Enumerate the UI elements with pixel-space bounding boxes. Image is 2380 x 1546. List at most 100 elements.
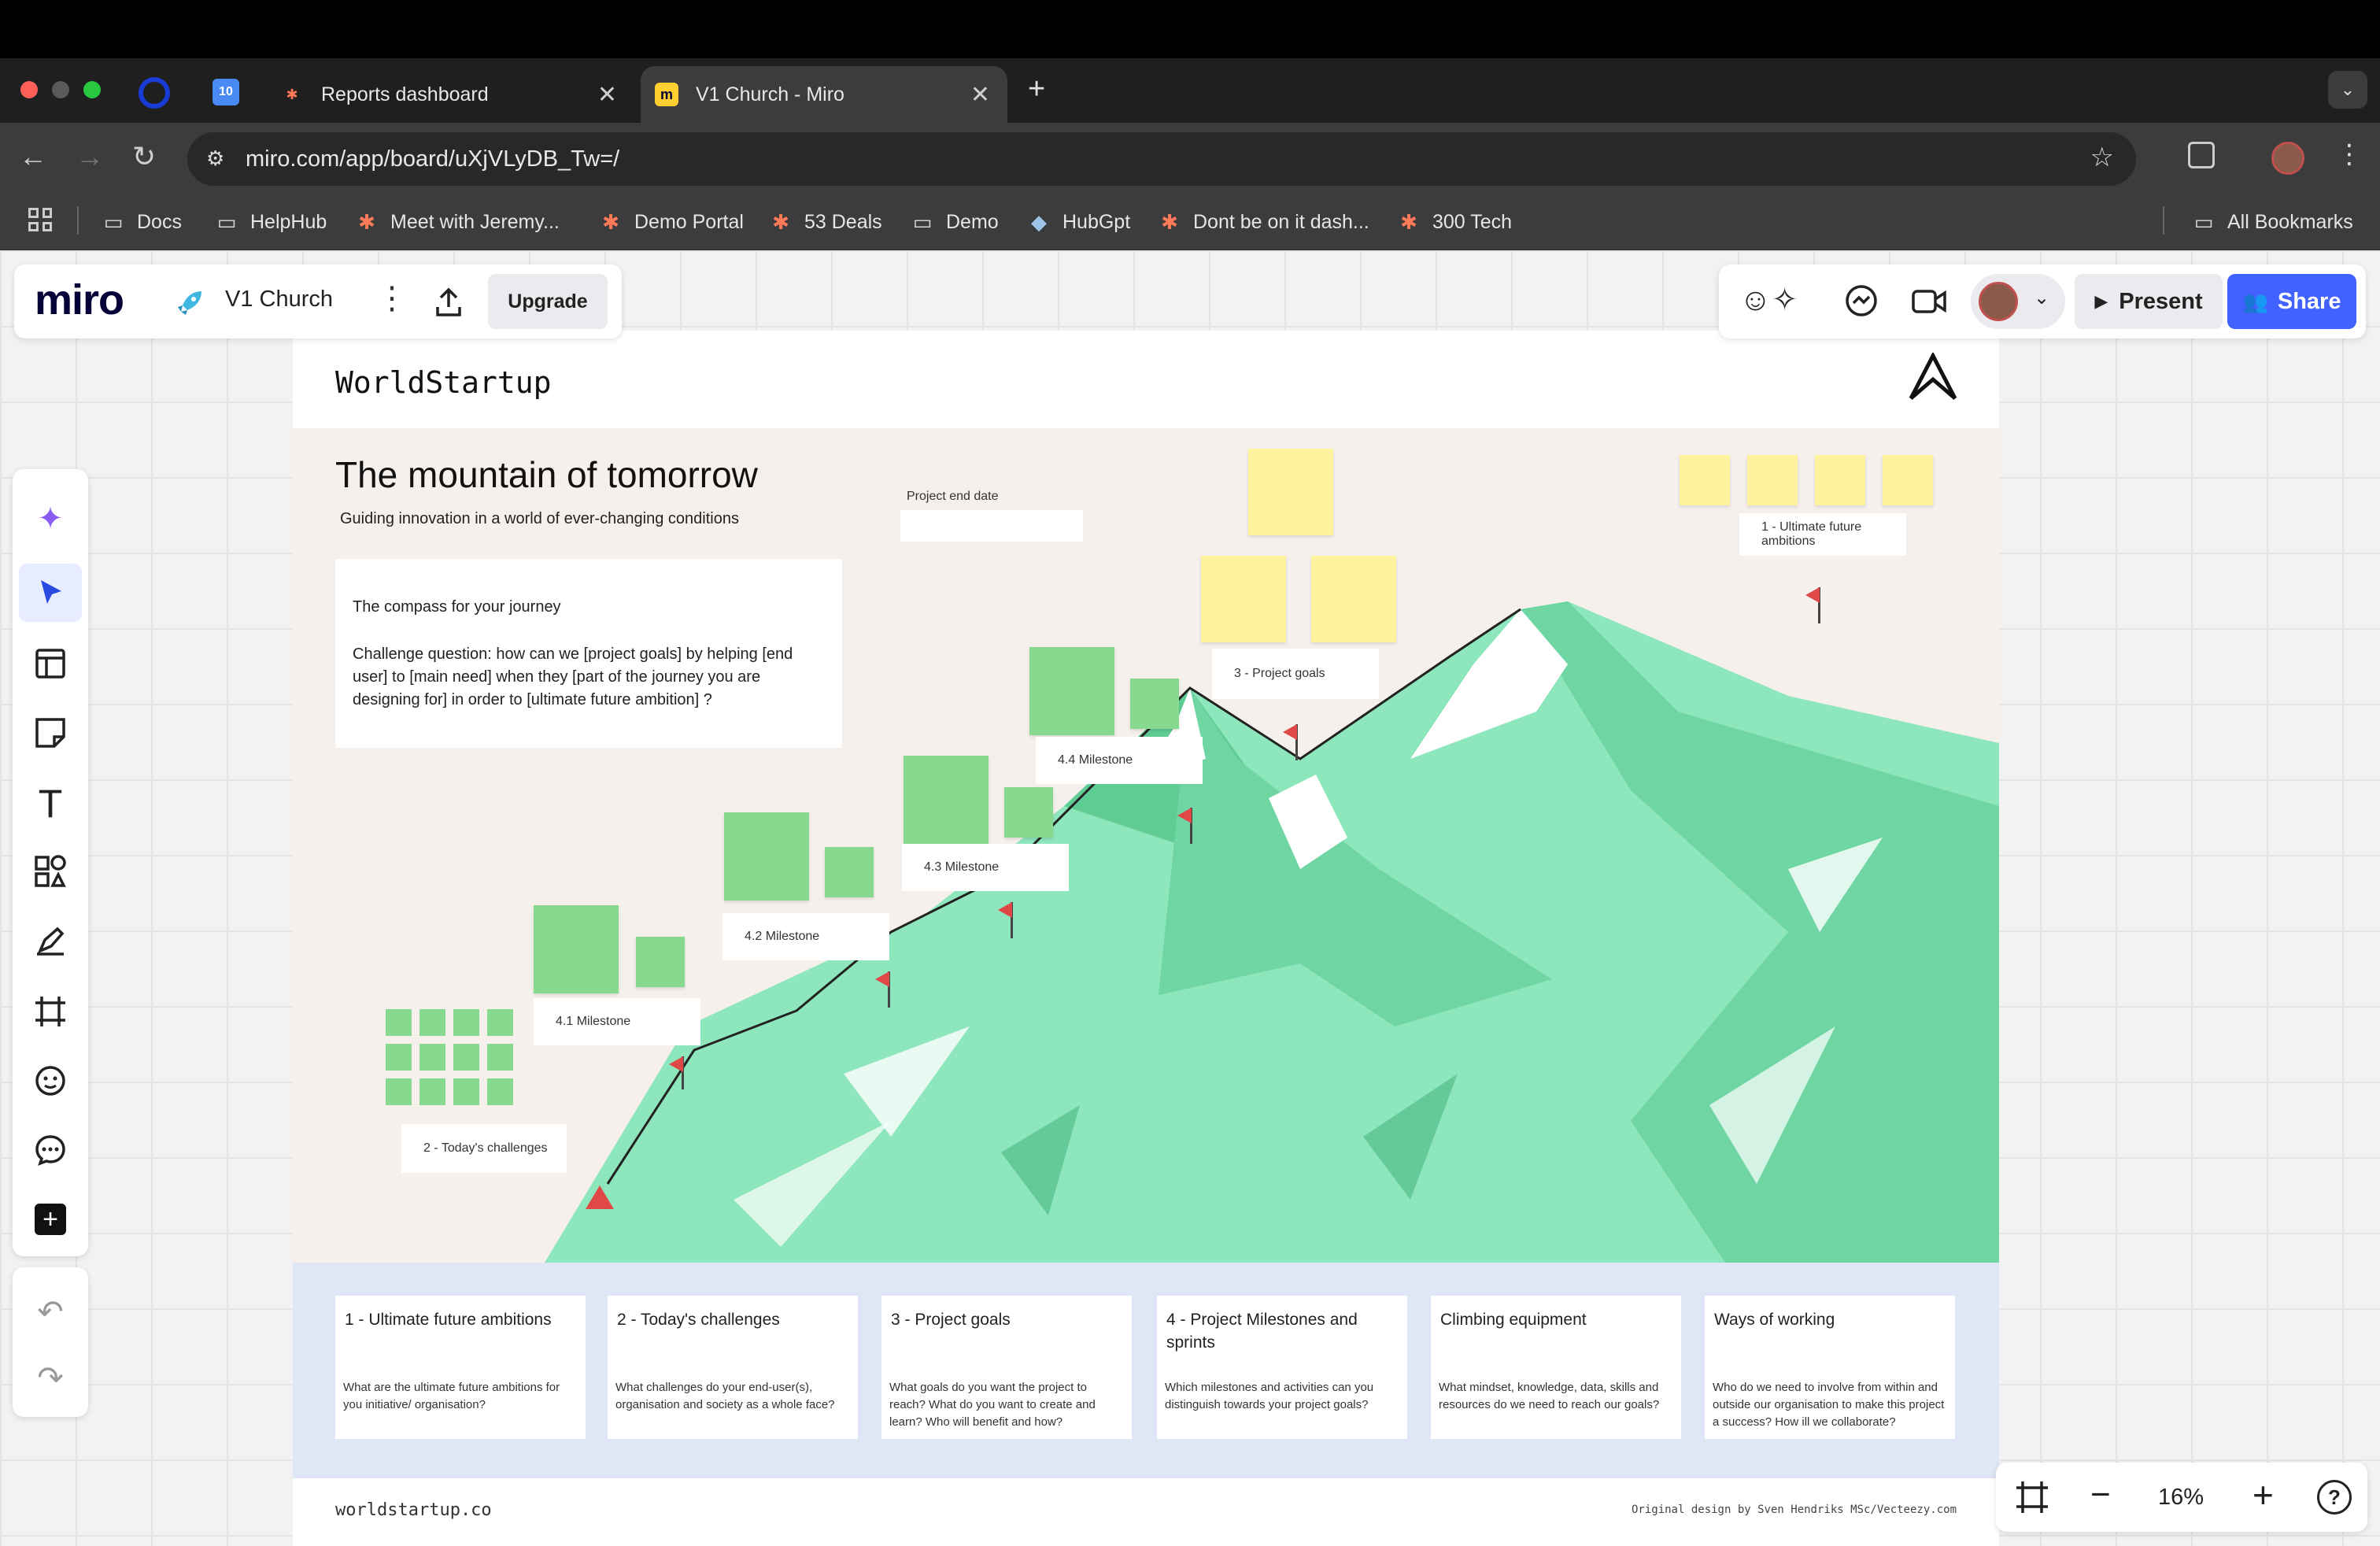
tab-reports-dashboard[interactable]: ✱ Reports dashboard ✕ — [266, 66, 634, 123]
bookmark-dont-be-on-it[interactable]: ✱Dont be on it dash... — [1157, 202, 1369, 242]
browser-menu-icon[interactable]: ⋮ — [2336, 139, 2363, 169]
sticky-note[interactable] — [419, 1044, 445, 1071]
sticky-note[interactable] — [1747, 455, 1798, 505]
close-tab-icon[interactable]: ✕ — [970, 81, 990, 108]
legend-card[interactable]: 2 - Today's challenges What challenges d… — [608, 1296, 858, 1439]
legend-card[interactable]: 4 - Project Milestones and sprints Which… — [1157, 1296, 1407, 1439]
zoom-out-icon[interactable]: − — [2090, 1475, 2111, 1514]
sticky-note[interactable] — [1004, 787, 1053, 838]
sticker-icon[interactable] — [19, 1052, 82, 1110]
sticky-note-icon[interactable] — [19, 704, 82, 762]
apps-grid-icon[interactable] — [28, 208, 52, 231]
shapes-icon[interactable] — [19, 842, 82, 901]
label-todays-challenges[interactable]: 2 - Today's challenges — [401, 1124, 567, 1173]
templates-icon[interactable] — [19, 634, 82, 693]
sticky-note[interactable] — [1130, 679, 1179, 729]
sticky-note[interactable] — [386, 1078, 412, 1105]
site-info-icon[interactable]: ⚙ — [206, 146, 225, 170]
bookmark-53-deals[interactable]: ✱53 Deals — [768, 202, 882, 242]
label-ultimate-ambitions[interactable]: 1 - Ultimate future ambitions — [1739, 513, 1906, 556]
calendar-pinned-tab-icon[interactable]: 10 — [213, 79, 239, 105]
share-button[interactable]: 👥 Share — [2227, 274, 2356, 329]
all-bookmarks[interactable]: ▭All Bookmarks — [2191, 202, 2353, 242]
bookmark-helphub[interactable]: ▭HelpHub — [214, 202, 327, 242]
zoom-level[interactable]: 16% — [2158, 1485, 2204, 1510]
legend-card[interactable]: Ways of working Who do we need to involv… — [1705, 1296, 1955, 1439]
chat-icon[interactable] — [1843, 283, 1879, 320]
project-end-date-field[interactable] — [900, 510, 1083, 542]
maximize-window-button[interactable] — [83, 81, 101, 98]
collaborators-menu[interactable]: ⌄ — [1971, 274, 2065, 329]
export-icon[interactable] — [431, 285, 466, 320]
label-milestone-4-3[interactable]: 4.3 Milestone — [902, 844, 1069, 891]
sticky-note[interactable] — [419, 1009, 445, 1036]
reactions-icon[interactable]: ☺✧ — [1739, 283, 1798, 317]
sticky-note[interactable] — [453, 1078, 479, 1105]
board-name[interactable]: V1 Church — [225, 287, 334, 312]
legend-card[interactable]: 3 - Project goals What goals do you want… — [881, 1296, 1132, 1439]
text-icon[interactable]: T — [38, 782, 63, 826]
sticky-note[interactable] — [1680, 455, 1730, 505]
bookmark-star-icon[interactable]: ☆ — [2090, 142, 2114, 172]
pen-icon[interactable] — [19, 912, 82, 970]
bookmark-300-tech[interactable]: ✱300 Tech — [1396, 202, 1512, 242]
sticky-note[interactable] — [1201, 556, 1286, 642]
compass-card[interactable]: The compass for your journey Challenge q… — [335, 559, 842, 748]
tab-miro-board[interactable]: m V1 Church - Miro ✕ — [641, 66, 1007, 123]
present-button[interactable]: ▶ Present — [2075, 274, 2223, 329]
plus-icon[interactable]: + — [19, 1190, 82, 1248]
bookmark-meet-jeremy[interactable]: ✱Meet with Jeremy... — [354, 202, 560, 242]
undo-icon[interactable]: ↶ — [37, 1295, 64, 1330]
label-milestone-4-4[interactable]: 4.4 Milestone — [1036, 737, 1203, 784]
extensions-icon[interactable] — [2188, 142, 2215, 168]
sticky-note[interactable] — [904, 756, 989, 844]
pinned-tab-icon[interactable] — [139, 77, 170, 109]
board-frame[interactable]: WorldStartup The mountain of tomorrow Gu… — [293, 331, 1999, 1546]
sticky-note[interactable] — [419, 1078, 445, 1105]
label-milestone-4-2[interactable]: 4.2 Milestone — [722, 913, 889, 960]
sticky-note[interactable] — [386, 1044, 412, 1071]
sticky-note[interactable] — [724, 812, 809, 901]
sticky-note[interactable] — [636, 937, 685, 987]
sticky-note[interactable] — [386, 1009, 412, 1036]
sticky-note[interactable] — [487, 1044, 513, 1071]
sticky-note[interactable] — [1029, 647, 1114, 735]
sticky-note[interactable] — [825, 847, 874, 897]
cursor-icon[interactable] — [19, 564, 82, 622]
bookmark-demo[interactable]: ▭Demo — [910, 202, 999, 242]
sticky-note[interactable] — [453, 1044, 479, 1071]
address-bar[interactable]: ⚙ miro.com/app/board/uXjVLyDB_Tw=/ ☆ — [187, 132, 2136, 186]
upgrade-button[interactable]: Upgrade — [488, 274, 608, 329]
sticky-note[interactable] — [1311, 556, 1396, 642]
tab-search-icon[interactable]: ⌄ — [2328, 71, 2367, 109]
bookmark-docs[interactable]: ▭Docs — [101, 202, 182, 242]
zoom-in-icon[interactable]: + — [2252, 1474, 2274, 1515]
fit-to-screen-icon[interactable] — [2015, 1480, 2049, 1515]
sticky-note[interactable] — [534, 905, 619, 993]
comment-icon[interactable] — [19, 1121, 82, 1179]
help-icon[interactable]: ? — [2317, 1480, 2352, 1515]
sticky-note[interactable] — [1815, 455, 1865, 505]
minimize-window-button[interactable] — [52, 81, 69, 98]
board-menu-icon[interactable]: ⋮ — [376, 281, 408, 316]
back-icon[interactable]: ← — [19, 140, 47, 172]
legend-card[interactable]: Climbing equipment What mindset, knowled… — [1431, 1296, 1681, 1439]
sparkle-icon[interactable]: ✦ — [37, 501, 64, 536]
miro-logo[interactable]: miro — [35, 276, 124, 324]
legend-card[interactable]: 1 - Ultimate future ambitions What are t… — [335, 1296, 586, 1439]
new-tab-icon[interactable]: + — [1028, 72, 1046, 105]
frame-icon[interactable] — [19, 982, 82, 1041]
sticky-note[interactable] — [487, 1009, 513, 1036]
label-milestone-4-1[interactable]: 4.1 Milestone — [534, 998, 700, 1045]
sticky-note[interactable] — [487, 1078, 513, 1105]
sticky-note[interactable] — [453, 1009, 479, 1036]
video-call-icon[interactable] — [1911, 287, 1947, 316]
bookmark-hubgpt[interactable]: ◆HubGpt — [1026, 202, 1130, 242]
forward-icon[interactable]: → — [76, 140, 104, 172]
redo-icon[interactable]: ↷ — [37, 1361, 64, 1396]
sticky-note[interactable] — [1248, 449, 1333, 535]
reload-icon[interactable]: ↻ — [132, 140, 157, 172]
sticky-note[interactable] — [1883, 455, 1933, 505]
close-window-button[interactable] — [20, 81, 38, 98]
profile-avatar[interactable] — [2271, 142, 2304, 175]
